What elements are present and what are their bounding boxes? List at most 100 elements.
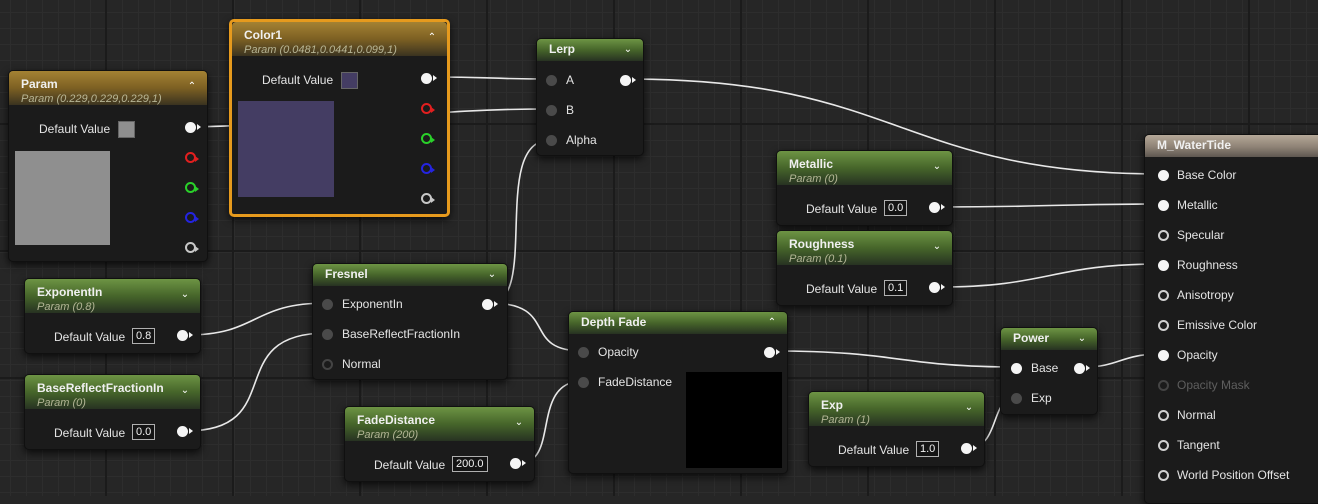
chevron-down-icon[interactable]: ⌄ — [623, 44, 633, 55]
chevron-down-icon[interactable]: ⌄ — [180, 385, 190, 396]
fresnel-header[interactable]: Fresnel ⌄ — [313, 264, 507, 286]
output-pin[interactable] — [1074, 363, 1090, 374]
input-pin-base[interactable] — [1011, 363, 1022, 374]
input-pin-roughness[interactable] — [1158, 260, 1169, 271]
chevron-up-icon[interactable]: ⌃ — [767, 317, 777, 328]
default-value-input[interactable]: 0.0 — [132, 424, 156, 440]
color1-node[interactable]: Color1 Param (0.0481,0.0441,0.099,1) ⌃ D… — [229, 19, 450, 217]
output-pin[interactable] — [764, 347, 780, 358]
output-pin-rgba[interactable] — [421, 73, 437, 84]
pin-label-metallic: Metallic — [1177, 198, 1218, 212]
node-subtitle: Param (0) — [789, 173, 838, 185]
input-pin-world-position-offset[interactable] — [1158, 470, 1169, 481]
chevron-down-icon[interactable]: ⌄ — [932, 161, 942, 172]
output-pin-g[interactable] — [421, 133, 435, 144]
output-pin[interactable] — [620, 75, 636, 86]
input-pin-b[interactable] — [546, 105, 557, 116]
output-pin[interactable] — [929, 202, 945, 213]
input-pin-opacity[interactable] — [578, 347, 589, 358]
input-pin-specular[interactable] — [1158, 230, 1169, 241]
lerp-header[interactable]: Lerp ⌄ — [537, 39, 643, 61]
output-pin[interactable] — [510, 458, 526, 469]
chevron-up-icon[interactable]: ⌃ — [427, 32, 437, 43]
input-pin-exp[interactable] — [1011, 393, 1022, 404]
exponentin-node[interactable]: ExponentIn Param (0.8) ⌄ Default Value 0… — [24, 278, 201, 354]
input-pin-normal[interactable] — [322, 359, 333, 370]
basereflect-node[interactable]: BaseReflectFractionIn Param (0) ⌄ Defaul… — [24, 374, 201, 450]
fadedistance-header[interactable]: FadeDistance Param (200) ⌄ — [345, 407, 534, 441]
roughness-node[interactable]: Roughness Param (0.1) ⌄ Default Value 0.… — [776, 230, 953, 306]
node-subtitle: Param (0.0481,0.0441,0.099,1) — [244, 44, 397, 56]
pin-label-exp: Exp — [1031, 391, 1052, 405]
output-pin[interactable] — [929, 282, 945, 293]
output-pin-b[interactable] — [421, 163, 435, 174]
pin-label-basereflect: BaseReflectFractionIn — [342, 327, 461, 341]
depthfade-node[interactable]: Depth Fade ⌃ Opacity FadeDistance — [568, 311, 788, 474]
color-swatch[interactable] — [341, 72, 358, 89]
pin-label-fadedistance: FadeDistance — [598, 375, 673, 389]
basereflect-header[interactable]: BaseReflectFractionIn Param (0) ⌄ — [25, 375, 200, 409]
exp-header[interactable]: Exp Param (1) ⌄ — [809, 392, 984, 426]
default-value-input[interactable]: 0.8 — [132, 328, 156, 344]
node-title: BaseReflectFractionIn — [37, 381, 164, 395]
output-pin-rgba[interactable] — [185, 122, 201, 133]
input-pin-alpha[interactable] — [546, 135, 557, 146]
input-pin-metallic[interactable] — [1158, 200, 1169, 211]
default-value-input[interactable]: 200.0 — [452, 456, 488, 472]
fadedistance-node[interactable]: FadeDistance Param (200) ⌄ Default Value… — [344, 406, 535, 482]
output-pin-b[interactable] — [185, 212, 199, 223]
default-value-input[interactable]: 0.0 — [884, 200, 908, 216]
exponentin-header[interactable]: ExponentIn Param (0.8) ⌄ — [25, 279, 200, 313]
node-title: Color1 — [244, 28, 283, 42]
chevron-down-icon[interactable]: ⌄ — [180, 289, 190, 300]
chevron-down-icon[interactable]: ⌄ — [964, 402, 974, 413]
input-pin-exponentin[interactable] — [322, 299, 333, 310]
default-value-input[interactable]: 0.1 — [884, 280, 908, 296]
output-pin-a[interactable] — [421, 193, 435, 204]
pin-label-exponentin: ExponentIn — [342, 297, 403, 311]
input-pin-tangent[interactable] — [1158, 440, 1169, 451]
chevron-up-icon[interactable]: ⌃ — [187, 81, 197, 92]
output-pin-g[interactable] — [185, 182, 199, 193]
exp-node[interactable]: Exp Param (1) ⌄ Default Value 1.0 — [808, 391, 985, 467]
param-header[interactable]: Param Param (0.229,0.229,0.229,1) ⌃ — [9, 71, 207, 105]
preview-thumbnail — [686, 372, 782, 468]
default-value-label: Default Value — [806, 282, 878, 296]
material-result-node[interactable]: M_WaterTide Base Color Metallic Specular… — [1144, 134, 1318, 504]
input-pin-anisotropy[interactable] — [1158, 290, 1169, 301]
metallic-node[interactable]: Metallic Param (0) ⌄ Default Value 0.0 — [776, 150, 953, 226]
material-header[interactable]: M_WaterTide — [1145, 135, 1318, 157]
power-node[interactable]: Power ⌄ Base Exp — [1000, 327, 1098, 415]
output-pin[interactable] — [482, 299, 498, 310]
pin-label-alpha: Alpha — [566, 133, 597, 147]
lerp-node[interactable]: Lerp ⌄ A B Alpha — [536, 38, 644, 156]
input-pin-emissive-color[interactable] — [1158, 320, 1169, 331]
color-swatch[interactable] — [118, 121, 135, 138]
depthfade-header[interactable]: Depth Fade ⌃ — [569, 312, 787, 334]
default-value-input[interactable]: 1.0 — [916, 441, 940, 457]
chevron-down-icon[interactable]: ⌄ — [514, 417, 524, 428]
output-pin[interactable] — [177, 330, 193, 341]
input-pin-base-color[interactable] — [1158, 170, 1169, 181]
output-pin-a[interactable] — [185, 242, 199, 253]
color1-header[interactable]: Color1 Param (0.0481,0.0441,0.099,1) ⌃ — [232, 22, 447, 56]
input-pin-basereflect[interactable] — [322, 329, 333, 340]
pin-label-opacity-mask: Opacity Mask — [1177, 378, 1250, 392]
output-pin[interactable] — [961, 443, 977, 454]
chevron-down-icon[interactable]: ⌄ — [1077, 333, 1087, 344]
chevron-down-icon[interactable]: ⌄ — [932, 241, 942, 252]
input-pin-opacity[interactable] — [1158, 350, 1169, 361]
input-pin-a[interactable] — [546, 75, 557, 86]
metallic-header[interactable]: Metallic Param (0) ⌄ — [777, 151, 952, 185]
roughness-header[interactable]: Roughness Param (0.1) ⌄ — [777, 231, 952, 265]
output-pin-r[interactable] — [185, 152, 199, 163]
param-node[interactable]: Param Param (0.229,0.229,0.229,1) ⌃ Defa… — [8, 70, 208, 262]
chevron-down-icon[interactable]: ⌄ — [487, 269, 497, 280]
output-pin-r[interactable] — [421, 103, 435, 114]
fresnel-node[interactable]: Fresnel ⌄ ExponentIn BaseReflectFraction… — [312, 263, 508, 380]
power-header[interactable]: Power ⌄ — [1001, 328, 1097, 350]
input-pin-fadedistance[interactable] — [578, 377, 589, 388]
output-pin[interactable] — [177, 426, 193, 437]
node-title: Metallic — [789, 157, 834, 171]
input-pin-normal[interactable] — [1158, 410, 1169, 421]
